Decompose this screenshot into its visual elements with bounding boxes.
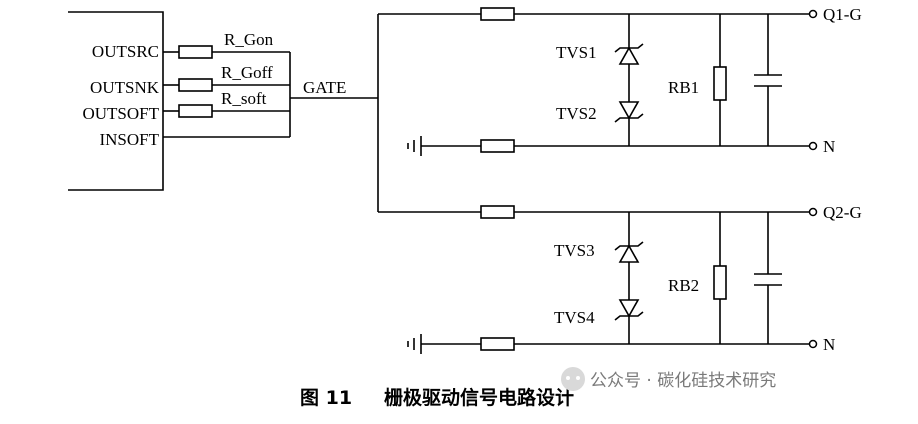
- r-soft-resistor: [178, 104, 213, 118]
- tvs3-diode-icon: [614, 241, 644, 263]
- tvs3-label: TVS3: [554, 241, 595, 260]
- tvs2-label: TVS2: [556, 104, 597, 123]
- rb1-resistor: [713, 66, 727, 101]
- pin-outsrc-label: OUTSRC: [92, 42, 159, 61]
- r-soft-label: R_soft: [221, 89, 267, 108]
- gate-label: GATE: [303, 78, 346, 97]
- r-goff-resistor: [178, 78, 213, 92]
- q2-g-label: Q2-G: [823, 203, 862, 222]
- wechat-logo-icon: [561, 367, 585, 391]
- figure-caption: 图 11 栅极驱动信号电路设计: [300, 386, 574, 409]
- q1-return-resistor: [480, 139, 515, 153]
- q2-g-terminal: [808, 207, 818, 217]
- n2-label: N: [823, 335, 835, 354]
- tvs1-diode-icon: [614, 43, 644, 65]
- n1-terminal: [808, 141, 818, 151]
- r-goff-label: R_Goff: [221, 63, 273, 82]
- figure-title: 栅极驱动信号电路设计: [384, 386, 574, 409]
- pin-outsoft-label: OUTSOFT: [82, 104, 159, 123]
- tvs4-label: TVS4: [554, 308, 595, 327]
- q1-g-terminal: [808, 9, 818, 19]
- ground-icon: [407, 136, 422, 156]
- watermark-text: 公众号 · 碳化硅技术研究: [590, 371, 776, 391]
- pin-insoft-label: INSOFT: [99, 130, 159, 149]
- gate-net: GATE: [290, 14, 379, 212]
- n1-label: N: [823, 137, 835, 156]
- driver-ic: OUTSRC OUTSNK OUTSOFT INSOFT: [68, 11, 164, 191]
- pin-outsnk-label: OUTSNK: [90, 78, 160, 97]
- rb2-resistor: [713, 265, 727, 300]
- gate-resistor-network: R_Gon R_Goff R_soft: [163, 30, 291, 138]
- rb1-label: RB1: [668, 78, 699, 97]
- rb2-label: RB2: [668, 276, 699, 295]
- tvs4-diode-icon: [614, 299, 644, 321]
- q2-return-resistor: [480, 337, 515, 351]
- q2-gate-resistor: [480, 205, 515, 219]
- watermark: 公众号 · 碳化硅技术研究: [561, 367, 776, 391]
- q2-channel: Q2-G N TVS3 TVS4 RB2: [378, 203, 862, 354]
- ground-icon: [407, 334, 422, 354]
- q1-channel: Q1-G N TVS1 TVS2 RB1: [378, 5, 862, 156]
- r-gon-resistor: [178, 45, 213, 59]
- n2-terminal: [808, 339, 818, 349]
- tvs1-label: TVS1: [556, 43, 597, 62]
- tvs2-diode-icon: [614, 101, 644, 123]
- q1-gate-resistor: [480, 7, 515, 21]
- r-gon-label: R_Gon: [224, 30, 274, 49]
- figure-number: 图 11: [300, 387, 352, 409]
- q1-g-label: Q1-G: [823, 5, 862, 24]
